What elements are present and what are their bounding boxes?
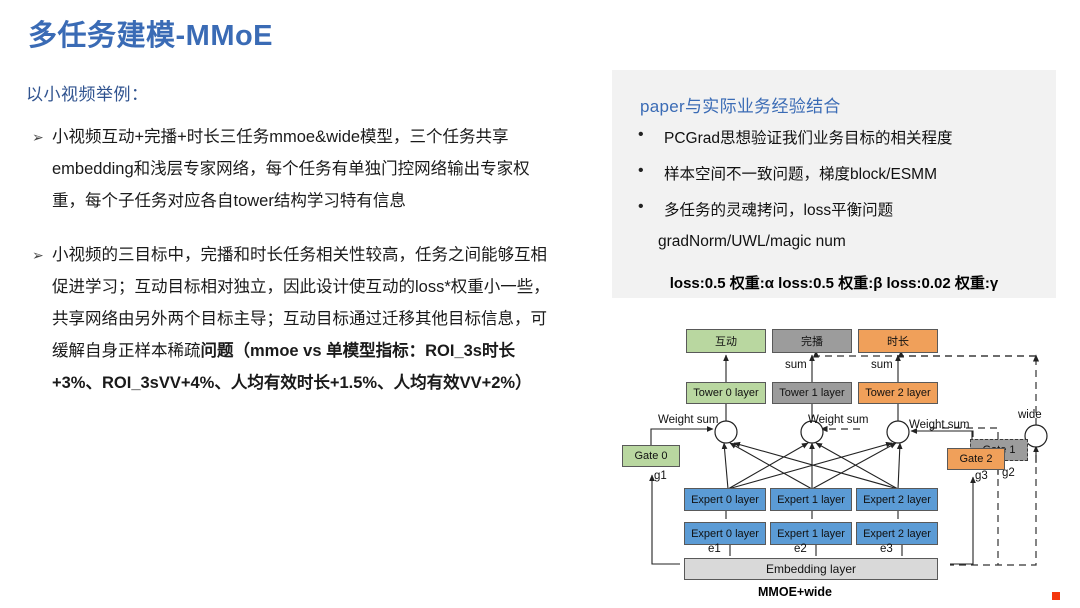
expert-0-layer-lower: Expert 0 layer xyxy=(684,522,766,545)
expert-0-layer-upper: Expert 0 layer xyxy=(684,488,766,511)
bullet-2-normal: 小视频的三目标中，完播和时长任务相关性较高，任务之间能够互相促进学习；互动目标相… xyxy=(52,246,550,360)
tower-1-layer: Tower 1 layer xyxy=(772,382,852,404)
expert-2-layer-lower: Expert 2 layer xyxy=(856,522,938,545)
label-e3: e3 xyxy=(880,543,893,555)
panel-bullet-3-text: 多任务的灵魂拷问，loss平衡问题 xyxy=(664,202,894,219)
label-e2: e2 xyxy=(794,543,807,555)
gate-0: Gate 0 xyxy=(622,445,680,467)
left-content-column: 以小视频举例： ➢ 小视频互动+完播+时长三任务mmoe&wide模型，三个任务… xyxy=(26,80,556,421)
label-e1: e1 xyxy=(708,543,721,555)
loss-weight-line: loss:0.5 权重:α loss:0.5 权重:β loss:0.02 权重… xyxy=(669,275,999,292)
panel-bullet-2-text: 样本空间不一致问题，梯度block/ESMM xyxy=(664,166,937,183)
arrow-bullet-icon: ➢ xyxy=(32,129,44,145)
label-g2: g2 xyxy=(1002,467,1015,479)
expert-2-layer-upper: Expert 2 layer xyxy=(856,488,938,511)
page-title: 多任务建模-MMoE xyxy=(28,20,274,52)
red-square-decoration xyxy=(1052,592,1060,600)
output-box-interaction: 互动 xyxy=(686,329,766,353)
embedding-layer: Embedding layer xyxy=(684,558,938,580)
label-sum-1: sum xyxy=(785,359,807,371)
expert-1-layer-lower: Expert 1 layer xyxy=(770,522,852,545)
list-item: • 样本空间不一致问题，梯度block/ESMM xyxy=(634,162,1044,184)
list-item: • 多任务的灵魂拷问，loss平衡问题 xyxy=(634,198,1044,220)
panel-bullet-1-text: PCGrad思想验证我们业务目标的相关程度 xyxy=(664,130,953,147)
bullet-2-bold: 问题（mmoe vs 单模型指标：ROI_3s时长+3%、ROI_3sVV+4%… xyxy=(52,342,532,392)
label-g1: g1 xyxy=(654,470,667,482)
label-weight-sum-0: Weight sum xyxy=(658,414,719,426)
diagram-caption: MMOE+wide xyxy=(758,585,832,599)
dot-bullet-icon: • xyxy=(638,198,644,215)
label-sum-2: sum xyxy=(871,359,893,371)
list-item: ➢ 小视频互动+完播+时长三任务mmoe&wide模型，三个任务共享embedd… xyxy=(26,121,556,217)
dot-bullet-icon: • xyxy=(638,126,644,143)
output-box-completion: 完播 xyxy=(772,329,852,353)
output-box-duration: 时长 xyxy=(858,329,938,353)
list-item: ➢ 小视频的三目标中，完播和时长任务相关性较高，任务之间能够互相促进学习；互动目… xyxy=(26,239,556,399)
list-item: • PCGrad思想验证我们业务目标的相关程度 xyxy=(634,126,1044,148)
label-wide: wide xyxy=(1018,409,1042,421)
bullet-1-text: 小视频互动+完播+时长三任务mmoe&wide模型，三个任务共享embeddin… xyxy=(52,128,530,210)
dot-bullet-icon: • xyxy=(638,162,644,179)
mmoe-wide-architecture-diagram: 互动 完播 时长 Tower 0 layer Tower 1 layer Tow… xyxy=(620,315,1080,608)
panel-sub-line: gradNorm/UWL/magic num xyxy=(658,233,846,250)
left-section-heading: 以小视频举例： xyxy=(26,85,149,104)
label-g3: g3 xyxy=(975,470,988,482)
label-weight-sum-2: Weight sum xyxy=(909,419,970,431)
label-weight-sum-1: Weight sum xyxy=(808,414,869,426)
bullet-2-text: 小视频的三目标中，完播和时长任务相关性较高，任务之间能够互相促进学习；互动目标相… xyxy=(52,239,556,399)
gate-2: Gate 2 xyxy=(947,448,1005,470)
tower-0-layer: Tower 0 layer xyxy=(686,382,766,404)
tower-2-layer: Tower 2 layer xyxy=(858,382,938,404)
paper-experience-panel: paper与实际业务经验结合 • PCGrad思想验证我们业务目标的相关程度 •… xyxy=(612,70,1056,298)
expert-1-layer-upper: Expert 1 layer xyxy=(770,488,852,511)
panel-heading: paper与实际业务经验结合 xyxy=(640,97,841,116)
arrow-bullet-icon: ➢ xyxy=(32,247,44,263)
